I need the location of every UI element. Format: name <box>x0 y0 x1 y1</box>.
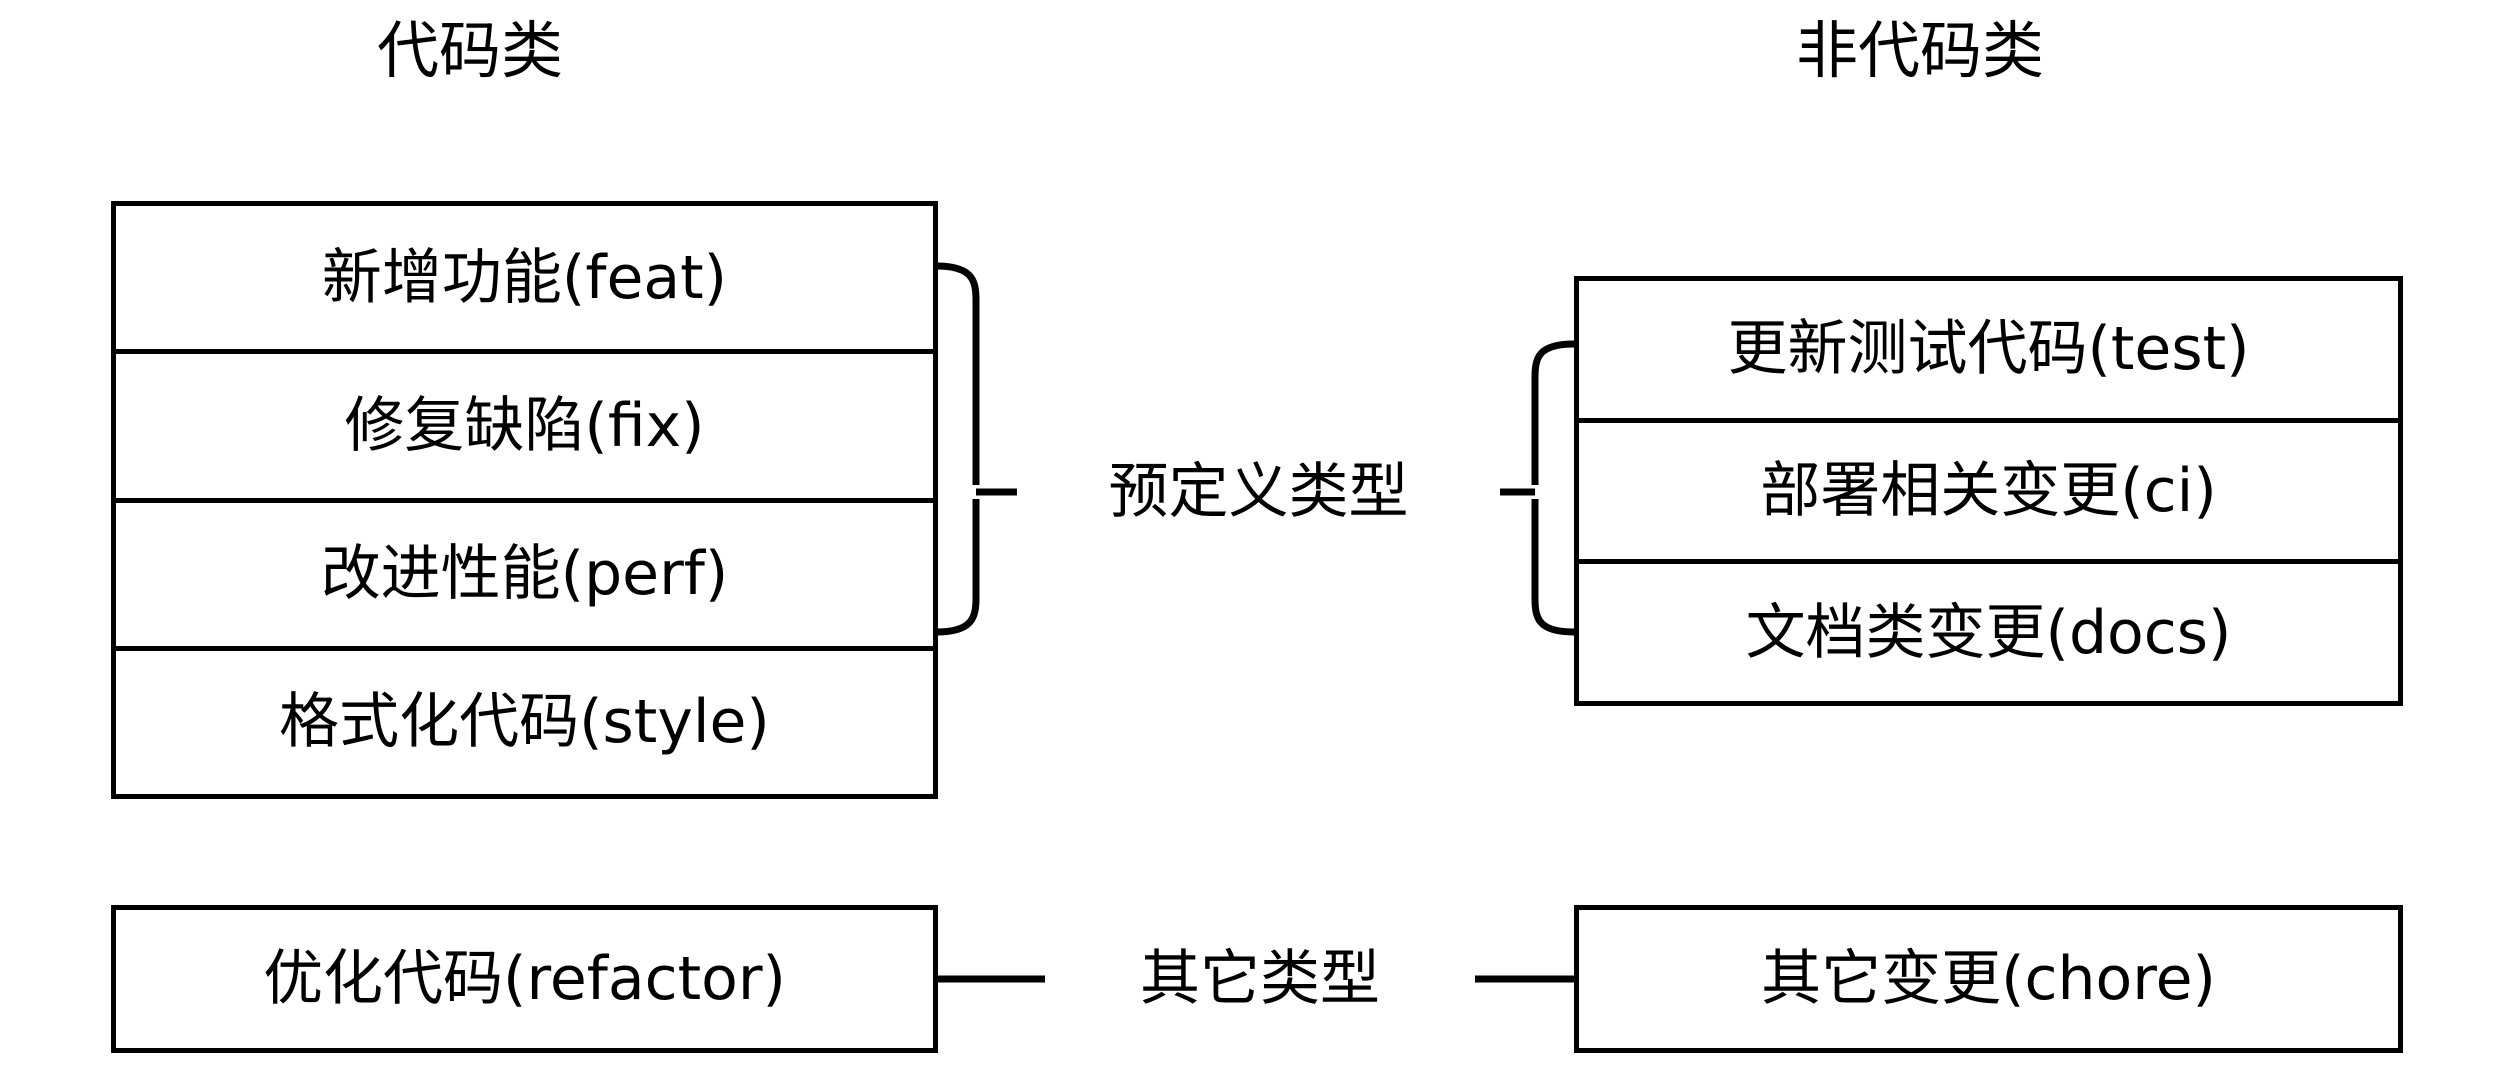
column-title-noncode: 非代码类 <box>1795 14 2044 87</box>
other-code-type-box: 优化代码(refactor) <box>111 905 938 1053</box>
right-brace-lower <box>1531 499 1575 636</box>
other-type-label: 其它类型 <box>1140 944 1380 1014</box>
table-row: 部署相关变更(ci) <box>1579 423 2398 565</box>
code-types-table: 新增功能(feat) 修复缺陷(fix) 改进性能(perf) 格式化代码(st… <box>111 201 938 799</box>
left-brace-upper <box>935 262 980 485</box>
table-row: 修复缺陷(fix) <box>116 354 933 503</box>
table-row: 文档类变更(docs) <box>1745 597 2232 668</box>
left-brace-lower <box>935 499 980 636</box>
table-row: 新增功能(feat) <box>116 206 933 355</box>
table-row: 格式化代码(style) <box>279 687 770 758</box>
table-row: 改进性能(perf) <box>116 503 933 651</box>
column-title-code: 代码类 <box>376 14 563 87</box>
predefined-type-label: 预定义类型 <box>1108 457 1409 527</box>
table-row: 更新测试代码(test) <box>1579 281 2398 423</box>
other-noncode-type-box: 其它变更(chore) <box>1574 905 2403 1053</box>
right-brace-upper <box>1531 340 1575 485</box>
noncode-types-table: 更新测试代码(test) 部署相关变更(ci) 文档类变更(docs) <box>1574 276 2403 706</box>
